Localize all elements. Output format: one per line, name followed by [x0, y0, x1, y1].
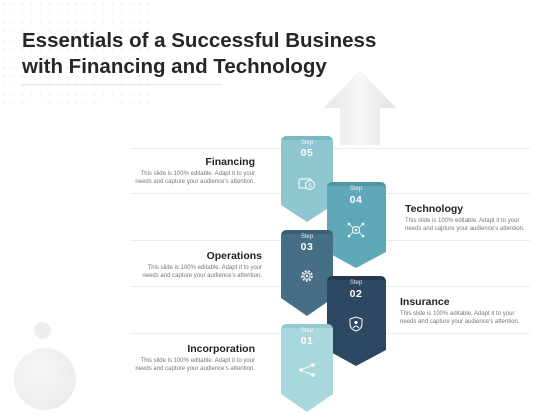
item-title-technology: Technology: [405, 203, 464, 215]
step-04-label: Step: [349, 186, 363, 192]
item-desc-operations-line-1: This slide is 100% editable. Adapt it to…: [147, 265, 262, 271]
network-gear-icon: [347, 222, 365, 238]
item-desc-operations-line-2: needs and capture your audience's attent…: [142, 273, 262, 279]
item-desc-technology-line-1: This slide is 100% editable. Adapt it to…: [405, 218, 520, 224]
item-desc-insurance-line-2: needs and capture your audience's attent…: [400, 319, 520, 325]
page-title: Essentials of a Successful Business with…: [22, 28, 422, 80]
item-desc-technology-line-2: needs and capture your audience's attent…: [405, 226, 525, 232]
item-desc-incorporation-line-1: This slide is 100% editable. Adapt it to…: [140, 358, 255, 364]
shield-people-icon: [349, 316, 363, 332]
step-01-label: Step: [300, 328, 314, 334]
svg-text:$: $: [308, 183, 312, 190]
step-02-label: Step: [349, 280, 363, 286]
money-icon: $: [298, 178, 315, 190]
step-01-number: 01: [300, 335, 314, 347]
item-desc-insurance-line-1: This slide is 100% editable. Adapt it to…: [400, 311, 515, 317]
title-line-1: Essentials of a Successful Business: [22, 29, 377, 52]
item-desc-incorporation: This slide is 100% editable. Adapt it to…: [115, 357, 255, 373]
step-01-shape: [281, 328, 333, 412]
item-desc-insurance: This slide is 100% editable. Adapt it to…: [400, 310, 540, 326]
item-desc-financing-line-1: This slide is 100% editable. Adapt it to…: [140, 171, 255, 177]
step-04-number: 04: [349, 194, 363, 206]
item-title-financing: Financing: [205, 156, 255, 168]
step-05-label: Step: [300, 140, 314, 146]
gear-icon: [301, 270, 313, 282]
item-desc-financing-line-2: needs and capture your audience's attent…: [135, 179, 255, 185]
item-desc-technology: This slide is 100% editable. Adapt it to…: [405, 217, 545, 233]
item-desc-operations: This slide is 100% editable. Adapt it to…: [122, 264, 262, 280]
title-line-2: with Financing and Technology: [22, 55, 327, 78]
item-title-operations: Operations: [206, 250, 262, 262]
decorative-bubble-large: [14, 348, 76, 410]
item-title-insurance: Insurance: [400, 296, 450, 308]
step-03-label: Step: [300, 234, 314, 240]
step-05-number: 05: [300, 147, 314, 159]
item-desc-financing: This slide is 100% editable. Adapt it to…: [115, 170, 255, 186]
decorative-bubble-small: [34, 322, 51, 339]
step-02-number: 02: [349, 288, 363, 300]
decorative-dot-pattern: [0, 0, 150, 110]
up-arrow-shape: [324, 70, 396, 145]
title-underline: [22, 84, 222, 85]
network-share-icon: [299, 363, 315, 377]
item-desc-incorporation-line-2: needs and capture your audience's attent…: [135, 366, 255, 372]
item-title-incorporation: Incorporation: [187, 343, 255, 355]
step-03-number: 03: [300, 241, 314, 253]
